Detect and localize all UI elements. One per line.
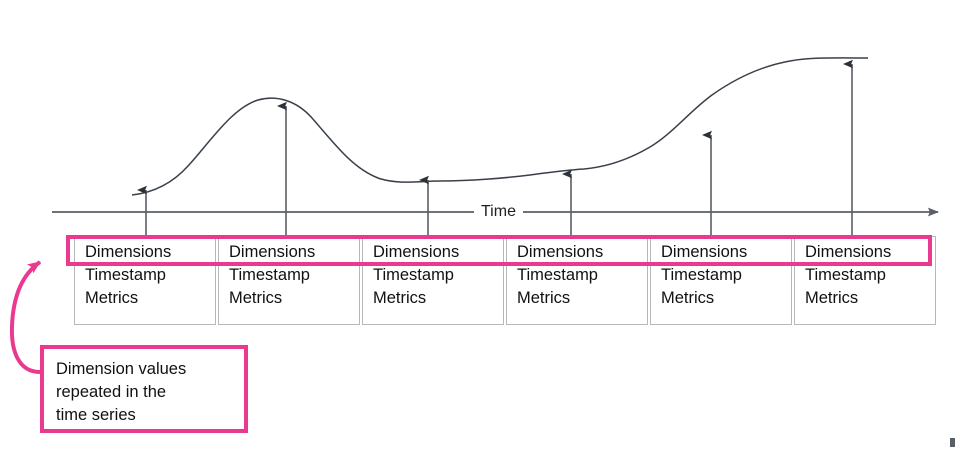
record-box[interactable]: Dimensions Timestamp Metrics bbox=[650, 236, 792, 325]
callout-line-2: repeated in the bbox=[56, 383, 167, 401]
callout-line-3: time series bbox=[56, 406, 136, 424]
record-line-metrics: Metrics bbox=[517, 289, 571, 307]
record-line-metrics: Metrics bbox=[85, 289, 139, 307]
corner-mark bbox=[950, 438, 955, 447]
record-line-timestamp: Timestamp bbox=[661, 266, 742, 284]
timeseries-curve bbox=[131, 57, 869, 196]
record-line-timestamp: Timestamp bbox=[229, 266, 310, 284]
record-line-metrics: Metrics bbox=[661, 289, 715, 307]
record-line-timestamp: Timestamp bbox=[517, 266, 598, 284]
record-box[interactable]: Dimensions Timestamp Metrics bbox=[362, 236, 504, 325]
record-line-metrics: Metrics bbox=[373, 289, 427, 307]
record-box[interactable]: Dimensions Timestamp Metrics bbox=[506, 236, 648, 325]
axis-label-time: Time bbox=[474, 203, 523, 221]
record-line-timestamp: Timestamp bbox=[373, 266, 454, 284]
record-line-timestamp: Timestamp bbox=[805, 266, 886, 284]
record-line-timestamp: Timestamp bbox=[85, 266, 166, 284]
record-line-dimensions: Dimensions bbox=[229, 243, 316, 261]
callout-line-1: Dimension values bbox=[56, 360, 187, 378]
record-line-metrics: Metrics bbox=[229, 289, 283, 307]
record-line-dimensions: Dimensions bbox=[805, 243, 892, 261]
record-line-dimensions: Dimensions bbox=[661, 243, 748, 261]
callout-connector-arrow bbox=[9, 260, 42, 374]
record-box[interactable]: Dimensions Timestamp Metrics bbox=[794, 236, 936, 325]
record-line-metrics: Metrics bbox=[805, 289, 859, 307]
record-box[interactable]: Dimensions Timestamp Metrics bbox=[218, 236, 360, 325]
record-box[interactable]: Dimensions Timestamp Metrics bbox=[74, 236, 216, 325]
record-line-dimensions: Dimensions bbox=[373, 243, 460, 261]
callout-box: Dimension values repeated in the time se… bbox=[40, 345, 248, 433]
record-line-dimensions: Dimensions bbox=[517, 243, 604, 261]
record-line-dimensions: Dimensions bbox=[85, 243, 172, 261]
